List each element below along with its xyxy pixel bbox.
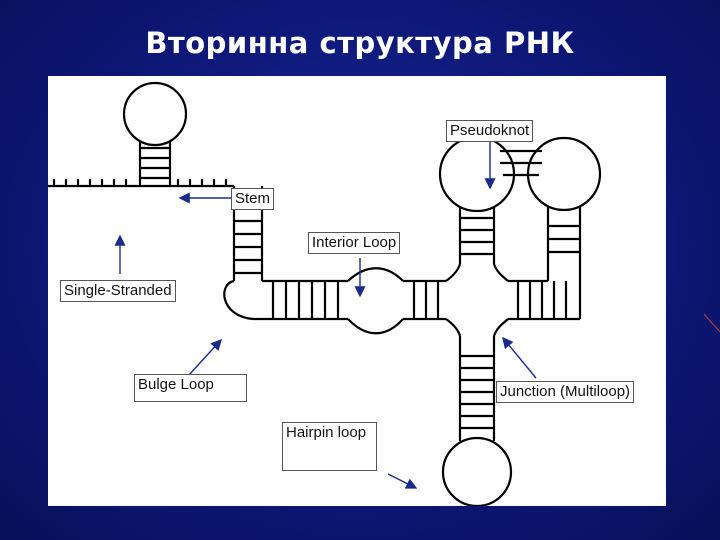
top-left-hairpin	[122, 81, 188, 186]
junction-multiloop	[445, 263, 509, 337]
hairpin-loop	[441, 436, 513, 506]
rna-diagram-panel: Pseudoknot Stem Interior Loop Single-Str…	[48, 76, 666, 506]
bulge-loop-arrow	[187, 338, 222, 377]
bulge-loop	[223, 279, 254, 321]
lower-stem	[458, 336, 496, 441]
pseudoknot-loop-left	[438, 135, 516, 213]
stem-to-junction	[403, 279, 446, 321]
pseudoknot-right	[500, 136, 602, 321]
slide-title: Вторинна структура РНК	[145, 26, 575, 60]
label-stem: Stem	[231, 188, 275, 210]
label-interior-loop: Interior Loop	[308, 232, 401, 254]
label-pseudoknot: Pseudoknot	[446, 120, 534, 142]
rna-structure-drawing	[48, 81, 602, 506]
label-single-stranded: Single-Stranded	[60, 280, 176, 302]
decorative-line	[703, 313, 720, 333]
label-hairpin-loop: Hairpin loop	[282, 422, 378, 471]
interior-loop-top	[347, 267, 404, 282]
horizontal-stem	[253, 279, 348, 321]
interior-loop-bottom	[347, 318, 404, 335]
label-bulge-loop: Bulge Loop	[134, 374, 247, 402]
hairpin-arrow	[387, 473, 418, 489]
label-junction: Junction (Multiloop)	[496, 381, 635, 403]
junction-arrow	[502, 336, 537, 379]
upper-stem	[458, 206, 496, 264]
